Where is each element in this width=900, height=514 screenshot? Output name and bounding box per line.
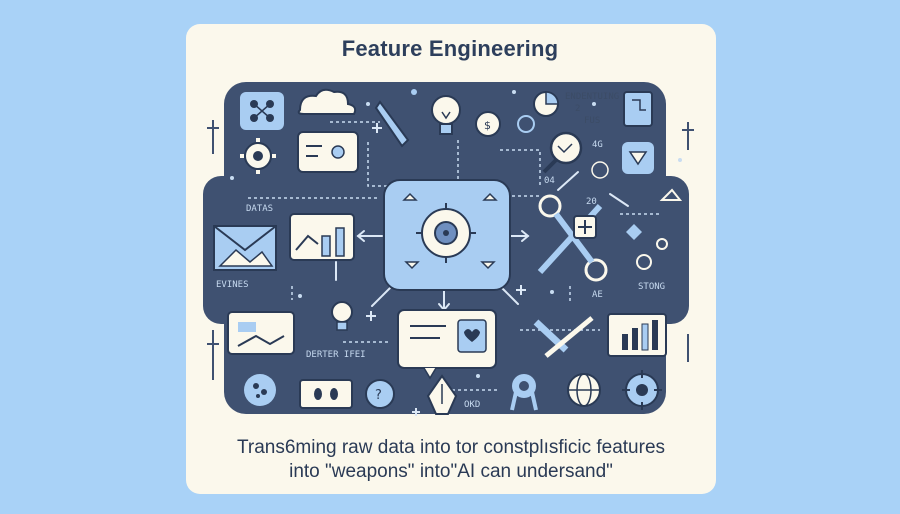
ribbon-icon [510,374,538,411]
settings-card-icon [297,131,359,173]
cloud-icon [297,88,357,115]
sparkles [230,90,682,378]
label-ae: AE [592,290,603,300]
envelope-landscape-icon [213,225,277,271]
label-enhancing: ENDENTUING [565,92,620,102]
tools-icon [533,316,594,358]
chat-card-icon [227,311,295,355]
central-hub [383,179,511,291]
label-fus: FUS [584,116,601,126]
svg-text:?: ? [375,388,382,403]
eyes-card-icon [299,379,353,409]
label-num04: 04 [544,176,555,186]
cluster-icon [244,374,276,406]
page-title: Feature Engineering [341,36,559,61]
pen-nib-icon [426,374,458,415]
document-heart-icon [397,309,497,380]
globe-icon [567,373,601,407]
label-stong: STONG [638,282,666,292]
line-chart-card-icon [289,213,355,261]
label-datas: DATAS [246,204,274,214]
network-icon [240,92,284,130]
caption-line-2: into "weapons" into"AI can undersand" [289,461,613,482]
pie-chart-icon [533,91,559,117]
lightbulb-icon [431,95,461,135]
scissors-transform-icon [537,194,608,282]
crosshair-icon [622,370,662,410]
idea-bulb-small-icon [331,301,353,331]
caption-line-1: Trans6ming raw data into tor constplısfi… [236,437,666,458]
pen-tool-icon [374,89,417,148]
dollar-target-icon: $ [475,111,535,137]
arrows [299,155,629,312]
label-deriter: DERTER IFEI [306,350,366,360]
gear-icon [240,138,276,174]
label-num2: 2 [575,104,581,114]
label-num20: 20 [586,197,597,207]
dashed-connectors [248,121,660,391]
badge-icon [591,161,609,179]
decorative-ticks [207,120,694,380]
label-okd: OKD [464,400,481,410]
node-graph-icon [626,188,683,270]
magnifier-icon [542,131,583,174]
question-target-icon: ? [365,379,395,409]
plus-marks [366,123,526,416]
svg-text:$: $ [484,119,491,132]
label-num4g: 4G [592,140,603,150]
bar-chart-card-icon [607,313,667,357]
label-evines: EVINES [216,280,249,290]
flowchart-icon [623,91,653,127]
shield-icon [622,142,654,174]
